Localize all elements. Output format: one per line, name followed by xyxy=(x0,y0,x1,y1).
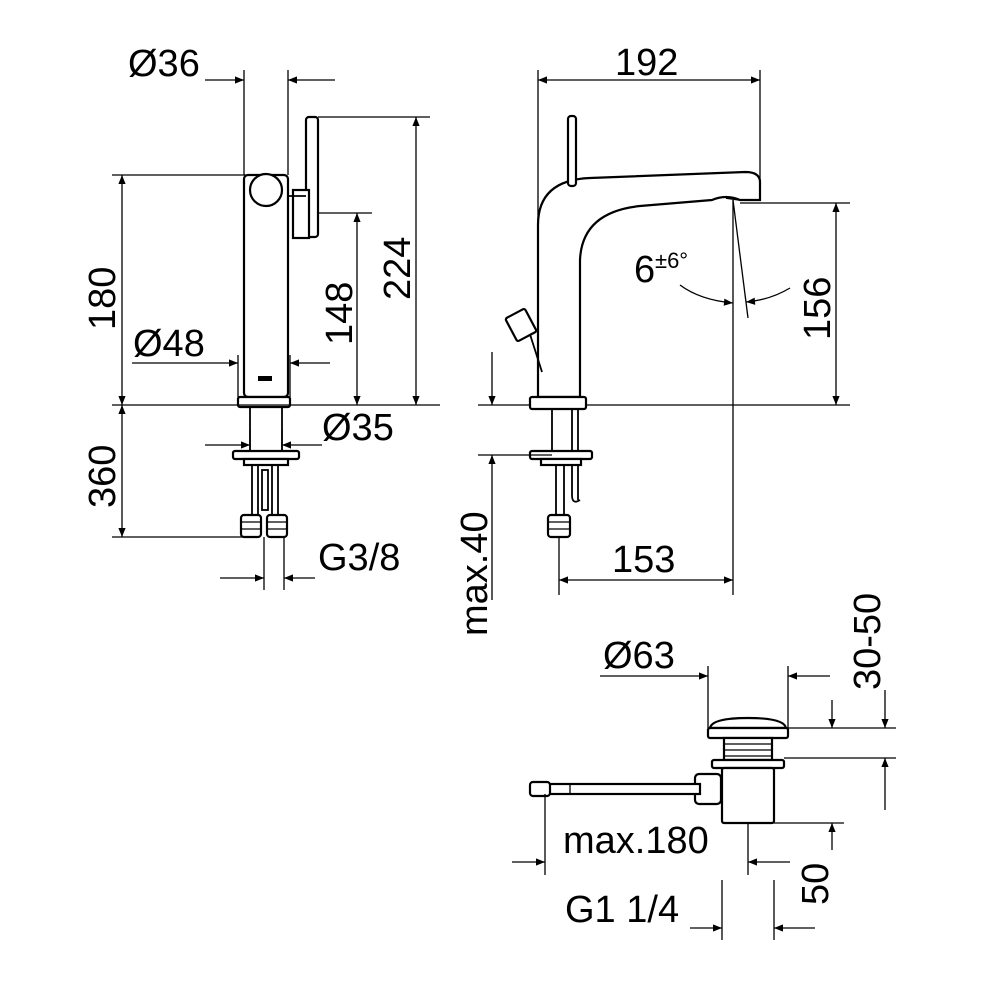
side-view: 192 6 ±6° 156 max.40 xyxy=(454,42,850,636)
label-angle-tol: ±6° xyxy=(655,248,688,273)
dim-max40: max.40 xyxy=(454,352,552,636)
label-153: 153 xyxy=(612,539,675,581)
dim-50: 50 xyxy=(774,700,844,905)
dim-224: 224 xyxy=(318,116,430,405)
front-view: Ø36 180 Ø48 148 224 xyxy=(82,43,440,590)
dim-thread-g38: G3/8 xyxy=(220,537,400,590)
dim-192: 192 xyxy=(537,42,761,230)
label-max180: max.180 xyxy=(563,820,709,862)
waste-body xyxy=(528,716,790,825)
dim-156: 156 xyxy=(586,202,850,406)
label-angle-base: 6 xyxy=(634,249,655,291)
dim-dia-36: Ø36 xyxy=(128,43,335,175)
label-dia-48: Ø48 xyxy=(133,323,205,365)
dim-dia-48: Ø48 xyxy=(132,323,330,397)
label-224: 224 xyxy=(377,237,419,300)
dim-max180: max.180 xyxy=(512,794,790,875)
label-180: 180 xyxy=(82,267,124,330)
label-max40: max.40 xyxy=(454,511,496,636)
label-30-50: 30-50 xyxy=(847,593,889,690)
side-faucet-body xyxy=(504,114,762,539)
dim-30-50: 30-50 xyxy=(784,593,896,810)
dim-180: 180 xyxy=(82,174,440,406)
dim-angle: 6 ±6° xyxy=(634,199,791,595)
label-192: 192 xyxy=(615,42,678,84)
label-50: 50 xyxy=(795,863,837,905)
dim-dia-35: Ø35 xyxy=(205,407,394,450)
label-g38: G3/8 xyxy=(318,537,400,579)
label-dia-35: Ø35 xyxy=(322,407,394,449)
label-148: 148 xyxy=(319,282,361,345)
dim-thread-g114: G1 1/4 xyxy=(565,880,815,940)
dim-dia-63: Ø63 xyxy=(600,635,830,728)
waste-view: Ø63 30-50 50 max.180 xyxy=(512,593,896,940)
front-faucet-body xyxy=(231,115,320,539)
label-g114: G1 1/4 xyxy=(565,889,679,931)
dim-153: 153 xyxy=(558,537,733,595)
label-360: 360 xyxy=(82,445,124,508)
dim-148: 148 xyxy=(318,212,372,405)
label-dia-63: Ø63 xyxy=(603,635,675,677)
dim-360: 360 xyxy=(82,405,250,538)
label-dia-36: Ø36 xyxy=(128,43,200,85)
label-156: 156 xyxy=(797,277,839,340)
